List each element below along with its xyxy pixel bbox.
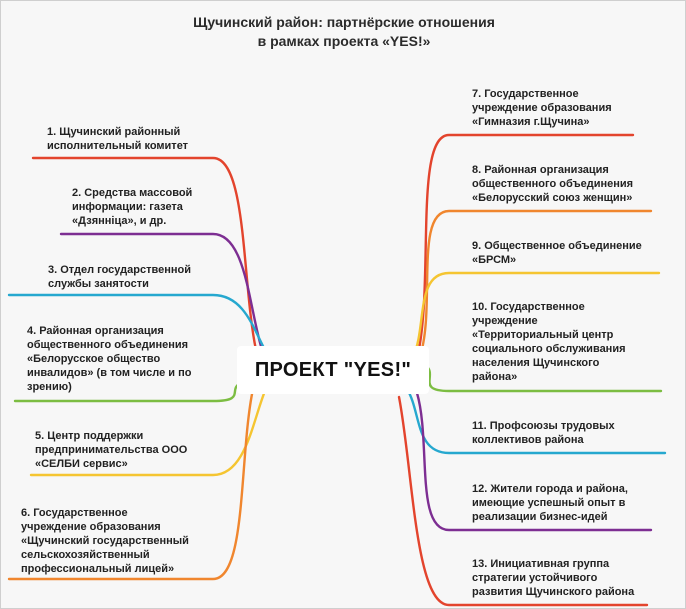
- diagram-title: Щучинский район: партнёрские отношения в…: [1, 13, 685, 51]
- right-connector-3: [411, 271, 661, 359]
- left-partner-6-line-3: «Щучинский государственный: [21, 535, 189, 547]
- right-partner-2-line-1: 8. Районная организация: [472, 164, 609, 176]
- left-partner-1: 1. Щучинский районный исполнительный коми…: [47, 125, 188, 153]
- left-partner-6-line-2: учреждение образования: [21, 521, 161, 533]
- center-node: ПРОЕКТ "YES!": [237, 346, 429, 394]
- right-connector-1: [417, 133, 635, 351]
- left-partner-4-line-3: «Белорусское общество: [27, 353, 161, 365]
- left-partner-6-line-1: 6. Государственное: [21, 507, 128, 519]
- right-partner-5-line-1: 11. Профсоюзы трудовых: [472, 420, 615, 432]
- right-partner-7-line-2: стратегии устойчивого: [472, 572, 598, 584]
- right-partner-5: 11. Профсоюзы трудовых коллективов района: [472, 419, 615, 447]
- right-connector-6: [415, 391, 653, 532]
- left-partner-4-line-5: зрению): [27, 381, 72, 393]
- left-connector-1: [31, 156, 258, 352]
- right-partner-6-line-1: 12. Жители города и района,: [472, 483, 628, 495]
- left-partner-2-line-1: 2. Средства массовой: [72, 187, 193, 199]
- left-partner-5-line-2: предпринимательства ООО: [35, 444, 188, 456]
- title-line-1: Щучинский район: партнёрские отношения: [193, 14, 495, 30]
- left-partner-6-line-4: сельскохозяйственный: [21, 549, 150, 561]
- right-partner-4-line-5: населения Щучинского: [472, 357, 600, 369]
- left-partner-6: 6. Государственное учреждение образования…: [21, 506, 189, 576]
- title-line-2: в рамках проекта «YES!»: [257, 33, 431, 49]
- left-connector-6: [7, 387, 255, 581]
- right-partner-1: 7. Государственное учреждение образования…: [472, 87, 612, 129]
- left-partner-3: 3. Отдел государственной службы занятости: [48, 263, 191, 291]
- right-partner-7-line-1: 13. Инициативная группа: [472, 558, 610, 570]
- right-partner-1-line-1: 7. Государственное: [472, 88, 579, 100]
- right-partner-7-line-3: развития Щучинского района: [472, 586, 635, 598]
- right-partner-1-line-2: учреждение образования: [472, 102, 612, 114]
- right-partner-4-line-2: учреждение: [472, 315, 538, 327]
- right-partner-6: 12. Жители города и района, имеющие успеш…: [472, 482, 628, 524]
- left-partner-6-line-5: профессиональный лицей»: [21, 563, 175, 575]
- right-partner-5-line-2: коллективов района: [472, 434, 584, 446]
- left-partner-4-line-4: инвалидов» (в том числе и по: [27, 367, 192, 379]
- right-partner-6-line-2: имеющие успешный опыт в: [472, 497, 626, 509]
- left-partner-1-line-1: 1. Щучинский районный: [47, 126, 181, 138]
- right-partner-6-line-3: реализации бизнес-идей: [472, 511, 608, 523]
- right-partner-3-line-2: «БРСМ»: [472, 254, 517, 266]
- left-partner-3-line-2: службы занятости: [48, 278, 149, 290]
- right-connector-7: [397, 395, 649, 607]
- right-partner-4: 10. Государственное учреждение «Территориа…: [472, 300, 626, 384]
- left-partner-2: 2. Средства массовой информации: газета «Д…: [72, 186, 192, 228]
- left-partner-5-line-3: «СЕЛБИ сервис»: [35, 458, 128, 470]
- right-partner-3: 9. Общественное объединение «БРСМ»: [472, 239, 642, 267]
- right-partner-4-line-1: 10. Государственное: [472, 301, 585, 313]
- left-partner-3-line-1: 3. Отдел государственной: [48, 264, 191, 276]
- right-partner-2-line-2: общественного объединения: [472, 178, 634, 190]
- left-partner-5: 5. Центр поддержки предпринимательства ОО…: [35, 429, 187, 471]
- right-partner-4-line-3: «Территориальный центр: [472, 329, 614, 341]
- right-partner-1-line-3: «Гимназия г.Щучина»: [472, 116, 590, 128]
- left-partner-4-line-1: 4. Районная организация: [27, 325, 164, 337]
- right-partner-7: 13. Инициативная группа стратегии устойчи…: [472, 557, 634, 599]
- left-partner-5-line-1: 5. Центр поддержки: [35, 430, 144, 442]
- right-partner-2: 8. Районная организация общественного объ…: [472, 163, 633, 205]
- right-partner-4-line-6: района»: [472, 371, 518, 383]
- right-connector-2: [419, 209, 653, 355]
- right-partner-4-line-4: социального обслуживания: [472, 343, 626, 355]
- left-partner-4-line-2: общественного объединения: [27, 339, 189, 351]
- left-partner-1-line-2: исполнительный комитет: [47, 140, 189, 152]
- left-partner-2-line-3: «Дзянніца», и др.: [72, 215, 167, 227]
- right-partner-2-line-3: «Белорусский союз женщин»: [472, 192, 633, 204]
- left-partner-4: 4. Районная организация общественного объ…: [27, 324, 191, 394]
- left-partner-2-line-2: информации: газета: [72, 201, 183, 213]
- right-partner-3-line-1: 9. Общественное объединение: [472, 240, 642, 252]
